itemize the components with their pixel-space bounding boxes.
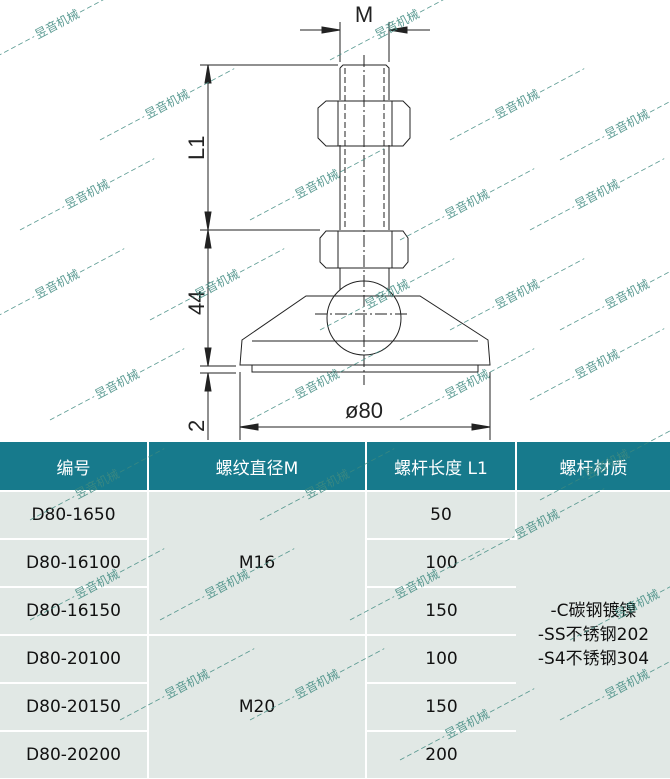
- cell-length: 150: [366, 586, 516, 635]
- cell-thread-diameter: M16: [148, 490, 367, 635]
- base-thickness-label: 2: [184, 420, 209, 432]
- header-rod-length: 螺杆长度 L1: [366, 442, 517, 491]
- cell-code: D80-20100: [0, 634, 149, 683]
- material-carbon-steel: -C碳钢镀镍: [550, 601, 637, 621]
- height-label: 44: [184, 291, 209, 315]
- base-diameter-label: ø80: [345, 398, 383, 423]
- leveling-foot-diagram: M L1 44 2 ø80: [184, 2, 491, 440]
- header-code: 编号: [0, 442, 149, 491]
- thread-diameter-label: M: [355, 2, 373, 27]
- spec-table: 编号 螺纹直径M 螺杆长度 L1 螺杆材质 D80-1650 M16 50 -C…: [0, 442, 670, 778]
- cell-material: -C碳钢镀镍 -SS不锈钢202 -S4不锈钢304: [516, 490, 670, 778]
- technical-drawing: M L1 44 2 ø80: [184, 2, 491, 440]
- table-row: D80-1650 M16 50 -C碳钢镀镍 -SS不锈钢202 -S4不锈钢3…: [0, 490, 670, 778]
- header-thread-diameter: 螺纹直径M: [148, 442, 367, 491]
- cell-code: D80-20200: [0, 730, 149, 778]
- header-rod-material: 螺杆材质: [516, 442, 670, 491]
- table-header-row: 编号 螺纹直径M 螺杆长度 L1 螺杆材质: [0, 442, 670, 491]
- cell-length: 200: [366, 730, 516, 778]
- material-ss202: -SS不锈钢202: [537, 625, 650, 645]
- cell-length: 100: [366, 538, 516, 587]
- cell-code: D80-1650: [0, 490, 149, 539]
- cell-length: 100: [366, 634, 516, 683]
- cell-length: 50: [366, 490, 517, 539]
- cell-length: 150: [366, 682, 516, 731]
- cell-code: D80-16100: [0, 538, 149, 587]
- cell-code: D80-16150: [0, 586, 149, 635]
- cell-thread-diameter: M20: [148, 634, 367, 778]
- table-row: D80-20100 M20 100: [0, 634, 670, 778]
- material-ss304: -S4不锈钢304: [537, 649, 650, 669]
- length-label: L1: [184, 136, 209, 160]
- cell-code: D80-20150: [0, 682, 149, 731]
- spec-table-container: 编号 螺纹直径M 螺杆长度 L1 螺杆材质 D80-1650 M16 50 -C…: [0, 442, 670, 779]
